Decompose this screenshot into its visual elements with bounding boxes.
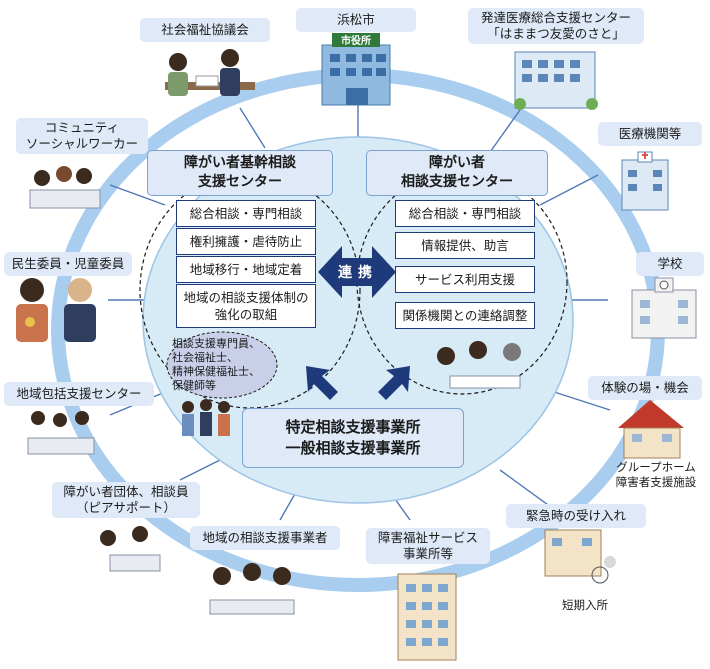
left-center-title-line2: 支援センター — [198, 174, 282, 190]
label-taiken: 体験の場・機会 — [588, 376, 702, 400]
city-office-sign: 市役所 — [341, 34, 371, 47]
right-item-sougou: 総合相談・専門相談 — [395, 200, 535, 227]
right-center-title-line1: 障がい者 — [429, 155, 485, 171]
staff-line-1: 相談支援専門員、 — [172, 337, 260, 350]
city-hall-icon: 市役所 — [321, 33, 391, 106]
label-group-home-line1: グループホーム — [616, 460, 696, 474]
label-medical: 医療機関等 — [598, 122, 702, 146]
right-item-renraku: 関係機関との連絡調整 — [395, 302, 535, 329]
medical-center-icon — [514, 51, 598, 110]
house-icon — [618, 400, 684, 459]
school-icon — [631, 277, 697, 339]
bottom-center-line1: 特定相談支援事業所 — [285, 418, 421, 436]
left-item-chiiki-ikou: 地域移行・地域定着 — [176, 256, 316, 283]
label-community-line1: コミュニティ — [44, 120, 120, 135]
label-hamamatsu-city: 浜松市 — [296, 8, 416, 32]
right-center-title: 障がい者 相談支援センター — [366, 150, 548, 196]
left-item-sougou: 総合相談・専門相談 — [176, 200, 316, 227]
right-item-jouhou: 情報提供、助言 — [395, 232, 535, 259]
left-item-taisei-line2: 強化の取組 — [214, 307, 278, 322]
community-center-meeting-icon — [27, 411, 95, 455]
staff-list: 相談支援専門員、 社会福祉士、 精神保健福祉士、 保健師等 — [172, 337, 272, 393]
label-peer-line2: （ピアサポート） — [75, 500, 176, 515]
label-service-office: 障害福祉サービス 事業所等 — [366, 528, 490, 564]
renkei-arrow — [318, 246, 396, 298]
connector-lines — [108, 105, 611, 521]
counselors-icon — [437, 341, 521, 389]
service-office-building-icon — [397, 573, 457, 661]
welfare-commissioners-icon — [16, 278, 96, 342]
label-community-line2: ソーシャルワーカー — [25, 136, 139, 151]
left-item-taisei-line1: 地域の相談支援体制の — [183, 290, 309, 305]
label-hattatsu-line2: 「はままつ友愛のさと」 — [487, 26, 625, 41]
staff-line-4: 保健師等 — [172, 379, 216, 392]
label-service-line2: 事業所等 — [402, 546, 453, 561]
label-community-social-worker: コミュニティ ソーシャルワーカー — [16, 118, 148, 154]
label-service-line1: 障害福祉サービス — [377, 530, 478, 545]
left-center-title-line1: 障がい者基幹相談 — [184, 155, 296, 171]
label-minsei: 民生委員・児童委員 — [4, 252, 132, 276]
staff-ellipse — [166, 331, 278, 399]
left-center-title: 障がい者基幹相談 支援センター — [147, 150, 333, 196]
right-diagonal-arrow — [378, 366, 410, 400]
label-peer-support: 障がい者団体、相談員 （ピアサポート） — [52, 482, 200, 518]
counseling-people-icon — [165, 49, 255, 96]
bottom-center-box: 特定相談支援事業所 一般相談支援事業所 — [242, 408, 464, 468]
label-short-stay: 短期入所 — [562, 598, 608, 612]
peer-support-icon — [100, 526, 161, 572]
short-stay-facility-icon — [544, 529, 616, 584]
label-group-home-line2: 障害者支援施設 — [615, 475, 697, 489]
left-diagonal-arrow — [306, 366, 338, 400]
left-item-taisei: 地域の相談支援体制の 強化の取組 — [176, 284, 316, 328]
consultation-office-icon — [209, 563, 295, 615]
label-peer-line1: 障がい者団体、相談員 — [63, 484, 189, 499]
left-item-kenri: 権利擁護・虐待防止 — [176, 228, 316, 255]
label-chiiki-soudan: 地域の相談支援事業者 — [190, 526, 340, 550]
right-item-service: サービス利用支援 — [395, 266, 535, 293]
staff-group-icon — [182, 399, 230, 436]
label-emergency: 緊急時の受け入れ — [506, 504, 646, 528]
left-dashed-circle — [139, 171, 361, 409]
renkei-text: 連携 — [338, 265, 378, 281]
right-center-title-line2: 相談支援センター — [401, 174, 513, 190]
label-shakai-fukushi: 社会福祉協議会 — [140, 18, 270, 42]
staff-line-3: 精神保健福祉士、 — [172, 365, 260, 378]
label-school: 学校 — [636, 252, 704, 276]
social-worker-icon — [29, 166, 101, 209]
right-dashed-circle — [356, 169, 568, 395]
bottom-center-line2: 一般相談支援事業所 — [285, 439, 421, 457]
staff-line-2: 社会福祉士、 — [172, 351, 238, 364]
clinic-icon — [621, 151, 669, 211]
label-hattatsu-center: 発達医療総合支援センター 「はままつ友愛のさと」 — [468, 8, 644, 44]
label-group-home: グループホーム 障害者支援施設 — [606, 460, 706, 490]
label-hattatsu-line1: 発達医療総合支援センター — [480, 10, 631, 25]
label-chiiki-houkatsu: 地域包括支援センター — [4, 382, 154, 406]
